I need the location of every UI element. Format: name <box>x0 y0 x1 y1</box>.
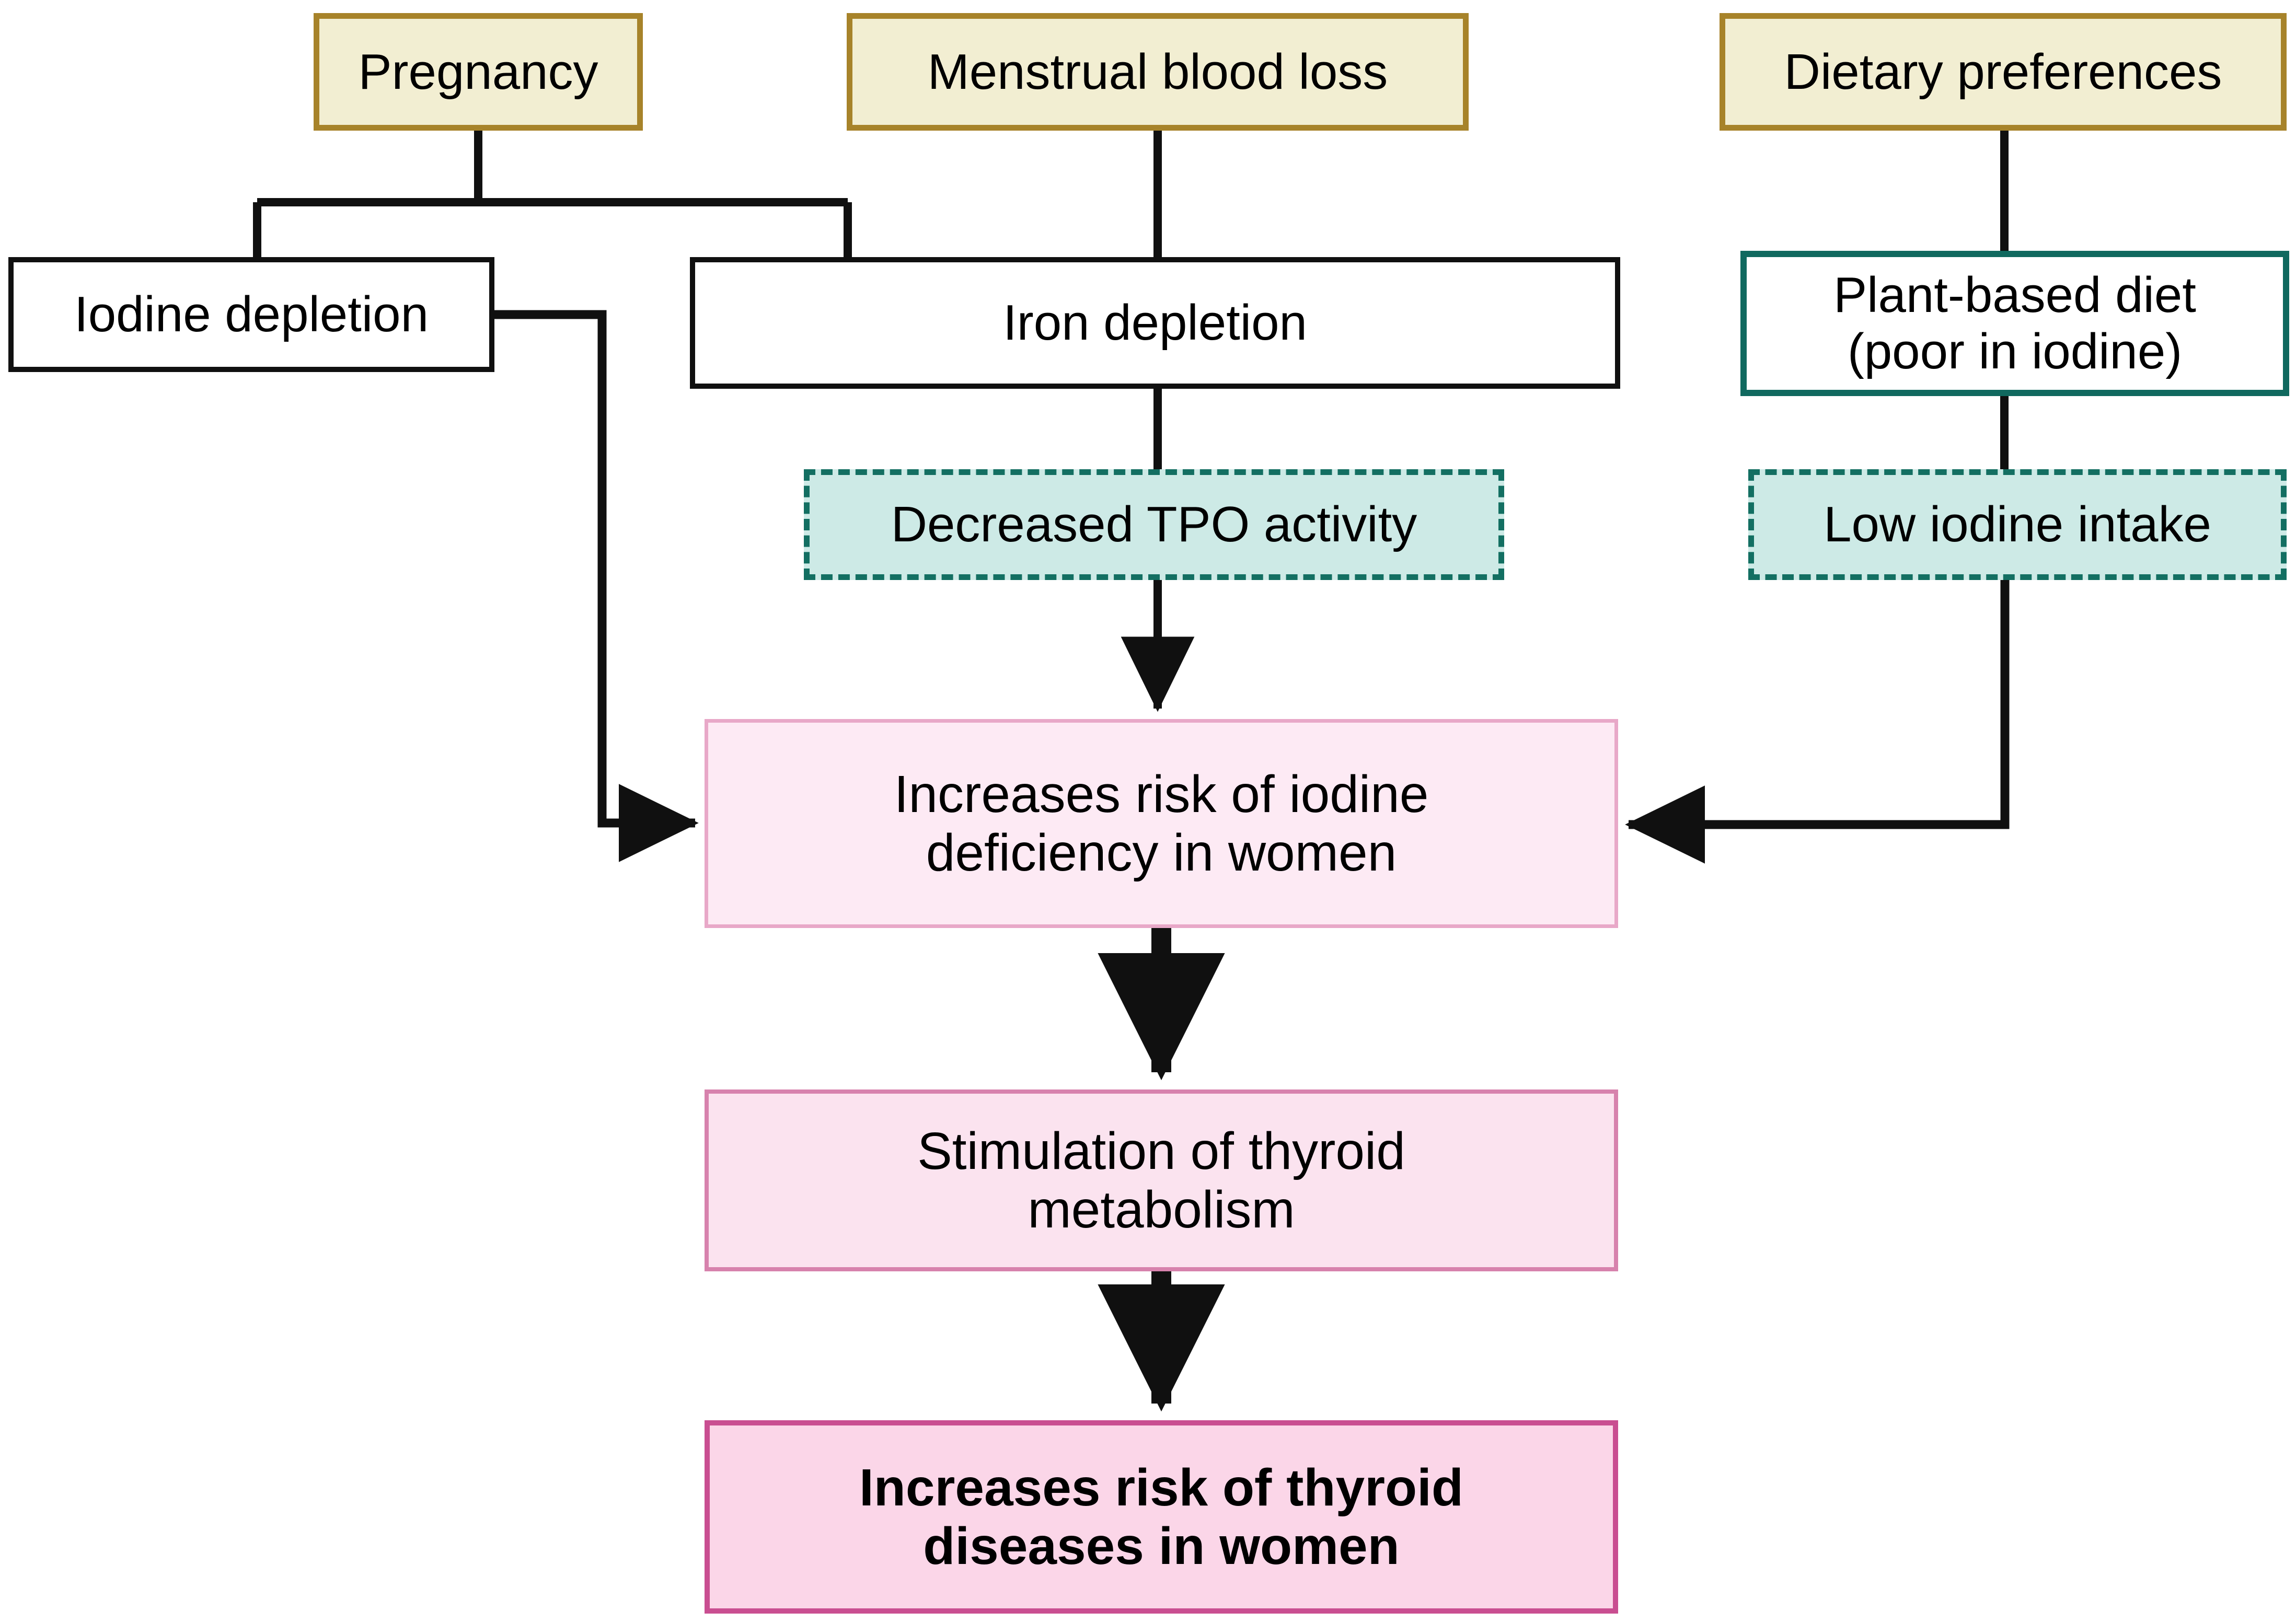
node-increases-risk-thyroid-diseases-label: Increases risk of thyroid diseases in wo… <box>859 1458 1463 1575</box>
node-increases-risk-iodine-deficiency-label: Increases risk of iodine deficiency in w… <box>894 765 1429 882</box>
node-dietary-preferences-label: Dietary preferences <box>1784 43 2222 100</box>
node-menstrual-blood-loss[interactable]: Menstrual blood loss <box>847 13 1469 131</box>
node-decreased-tpo-activity[interactable]: Decreased TPO activity <box>804 469 1504 580</box>
node-decreased-tpo-activity-label: Decreased TPO activity <box>891 496 1417 553</box>
node-plant-based-diet[interactable]: Plant-based diet (poor in iodine) <box>1740 251 2289 396</box>
edge-low-iodine-to-risk-iodine <box>1625 580 2010 864</box>
node-pregnancy[interactable]: Pregnancy <box>314 13 643 131</box>
node-stimulation-of-thyroid-metabolism-label: Stimulation of thyroid metabolism <box>917 1122 1405 1239</box>
node-iodine-depletion[interactable]: Iodine depletion <box>8 257 494 372</box>
node-low-iodine-intake[interactable]: Low iodine intake <box>1748 469 2287 580</box>
node-pregnancy-label: Pregnancy <box>358 43 598 100</box>
node-low-iodine-intake-label: Low iodine intake <box>1824 496 2211 553</box>
node-plant-based-diet-label: Plant-based diet (poor in iodine) <box>1833 267 2196 379</box>
node-menstrual-blood-loss-label: Menstrual blood loss <box>927 43 1388 100</box>
edge-iodine-depletion-to-risk-iodine <box>494 310 699 862</box>
node-iron-depletion[interactable]: Iron depletion <box>690 257 1620 389</box>
node-dietary-preferences[interactable]: Dietary preferences <box>1720 13 2287 131</box>
node-iodine-depletion-label: Iodine depletion <box>74 286 429 343</box>
node-iron-depletion-label: Iron depletion <box>1003 295 1307 351</box>
node-increases-risk-thyroid-diseases[interactable]: Increases risk of thyroid diseases in wo… <box>705 1420 1618 1614</box>
node-stimulation-of-thyroid-metabolism[interactable]: Stimulation of thyroid metabolism <box>705 1089 1618 1271</box>
node-increases-risk-iodine-deficiency[interactable]: Increases risk of iodine deficiency in w… <box>705 719 1618 928</box>
